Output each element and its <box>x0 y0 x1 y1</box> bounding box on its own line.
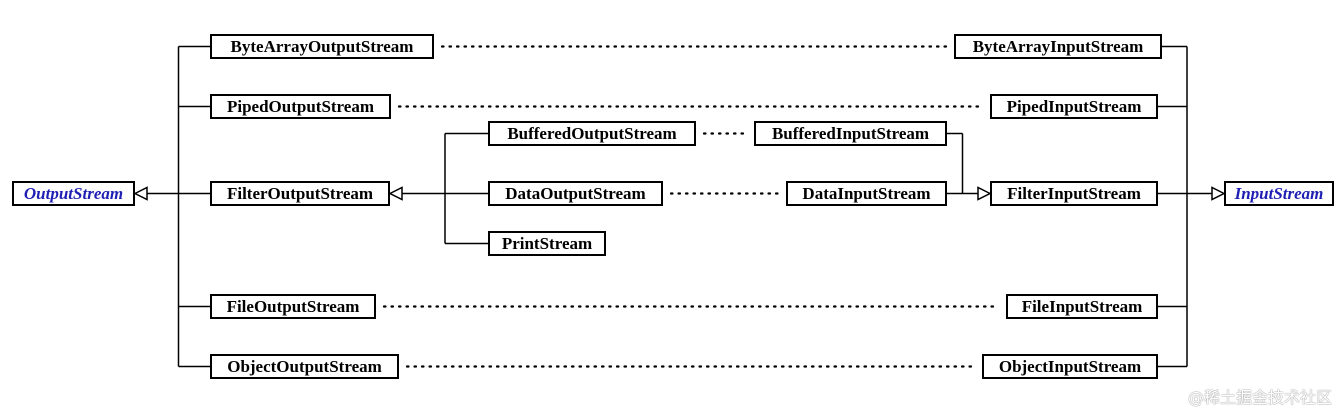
inheritance-arrow-filter_output <box>388 186 403 201</box>
connector-lines <box>147 45 1212 368</box>
output-stream-box: OutputStream <box>12 181 135 206</box>
filter-output-stream-box: FilterOutputStream <box>210 181 390 206</box>
inheritance-arrow-output_stream <box>133 186 148 201</box>
watermark: @稀土掘金技术社区 <box>1187 388 1332 407</box>
piped-output-stream-box: PipedOutputStream <box>210 94 391 119</box>
object-output-stream-box: ObjectOutputStream <box>210 354 399 379</box>
input-stream-box: InputStream <box>1224 181 1334 206</box>
piped-input-stream-box: PipedInputStream <box>990 94 1158 119</box>
inheritance-arrow-input_stream <box>1211 186 1226 201</box>
file-output-stream-box: FileOutputStream <box>210 294 376 319</box>
file-input-stream-box: FileInputStream <box>1006 294 1158 319</box>
inheritance-arrow-filter_input <box>977 186 992 201</box>
inheritance-arrowheads <box>133 186 1226 201</box>
object-input-stream-box: ObjectInputStream <box>982 354 1158 379</box>
print-stream-box: PrintStream <box>488 231 606 256</box>
data-input-stream-box: DataInputStream <box>786 181 947 206</box>
data-output-stream-box: DataOutputStream <box>488 181 663 206</box>
buffered-output-stream-box: BufferedOutputStream <box>488 121 696 146</box>
buffered-input-stream-box: BufferedInputStream <box>754 121 947 146</box>
byte-array-output-stream-box: ByteArrayOutputStream <box>210 34 434 59</box>
byte-array-input-stream-box: ByteArrayInputStream <box>954 34 1162 59</box>
counterpart-dotted-lines <box>382 45 1000 368</box>
filter-input-stream-box: FilterInputStream <box>990 181 1158 206</box>
